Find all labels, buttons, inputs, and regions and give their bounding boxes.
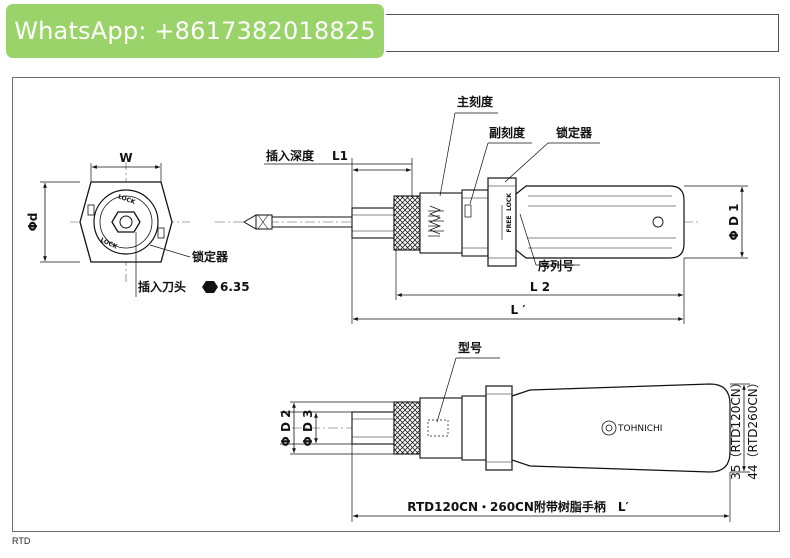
- dim-text-rtd120: 35（RTD120CN）: [729, 376, 743, 480]
- l-prime-label: L ′: [511, 303, 526, 317]
- model-label: 型号: [458, 340, 482, 355]
- side-view: FREE LOCK 主刻度 副刻度 锁定器 插入深度 L1: [215, 94, 748, 324]
- sub-scale-ring: [461, 189, 489, 257]
- hex-bit-icon: [202, 281, 218, 293]
- resin-knurled-nose: [393, 401, 421, 455]
- insert-bit-label: 插入刀头: [138, 279, 186, 294]
- resin-length-label: RTD120CN・260CN附带树脂手柄 L′: [407, 499, 628, 514]
- diameter-label: Φd: [26, 213, 40, 232]
- hex-size-label: 6.35: [220, 280, 250, 294]
- insert-sleeve: [351, 207, 395, 239]
- d1-label: Φ D 1: [727, 204, 741, 241]
- end-view: LOCK LOCK W Φd 锁定器 插入刀头 6.35: [26, 151, 250, 297]
- resin-lock-collar: [485, 385, 513, 471]
- end-view-lock-label: 锁定器: [192, 249, 229, 264]
- dim-text-rtd260: 44（RTD260CN）: [746, 376, 760, 480]
- end-view-socket-bore: [119, 215, 133, 229]
- collar-lock-text: LOCK: [506, 193, 513, 211]
- header-title-box: [386, 14, 779, 52]
- sub-scale-label: 副刻度: [489, 125, 526, 140]
- resin-view: TOHNICHI 型号 Φ D 2 Φ D 3 35（RTD120CN） 44（…: [279, 340, 760, 522]
- whatsapp-contact-text: WhatsApp: +8617382018825: [14, 17, 376, 45]
- d2-label: Φ D 2: [279, 410, 293, 447]
- grip-handle: [515, 185, 685, 259]
- d3-label: Φ D 3: [301, 410, 315, 447]
- insert-depth-label: 插入深度: [266, 148, 315, 163]
- collar-free-text: FREE: [506, 216, 513, 233]
- grip-hole: [652, 216, 664, 228]
- resin-handle: [511, 383, 731, 473]
- width-label: W: [119, 151, 132, 165]
- brand-text: TOHNICHI: [617, 424, 662, 434]
- main-scale-label: 主刻度: [457, 94, 494, 109]
- main-scale-barrel: [419, 192, 463, 254]
- l1-label: L1: [332, 149, 348, 163]
- brand-logo-icon: [601, 420, 617, 436]
- drawing-frame: [12, 77, 780, 532]
- whatsapp-contact-badge: WhatsApp: +8617382018825: [6, 4, 384, 58]
- footer-text: RTD: [12, 536, 31, 546]
- serial-label: 序列号: [538, 258, 574, 273]
- l2-label: L 2: [530, 280, 550, 294]
- knurled-nose: [393, 195, 421, 251]
- side-lock-label: 锁定器: [556, 125, 593, 140]
- resin-insert-sleeve: [351, 411, 395, 445]
